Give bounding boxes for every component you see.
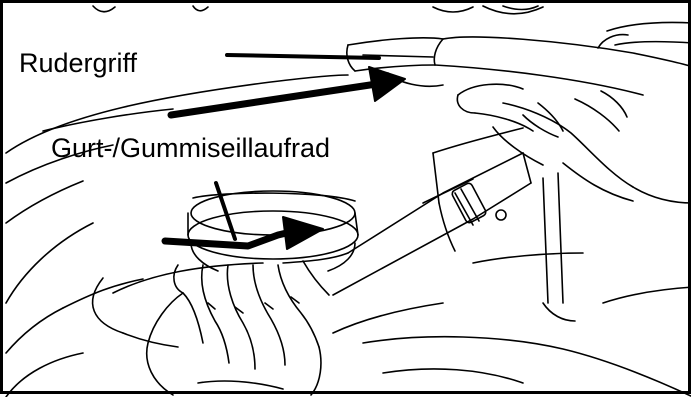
handle-arrow-icon (369, 67, 405, 101)
handle-leader-line (227, 55, 379, 58)
machine-body-outline (6, 75, 523, 353)
handle-arrow-shaft (171, 83, 383, 115)
lower-hand-drawing (147, 261, 329, 395)
top-partial-shapes (93, 6, 543, 14)
handle-label: Rudergriff (19, 50, 137, 77)
wheel-label: Gurt-/Gummiseillaufrad (51, 135, 330, 162)
wheel-arrow-shaft (165, 231, 295, 246)
upper-hand-drawing (457, 22, 691, 203)
lower-body-curves (6, 278, 691, 397)
wheel-arrow-icon (283, 217, 323, 249)
frame-rail-drawing (333, 153, 691, 333)
rudergriff-handle-drawing (347, 37, 691, 95)
